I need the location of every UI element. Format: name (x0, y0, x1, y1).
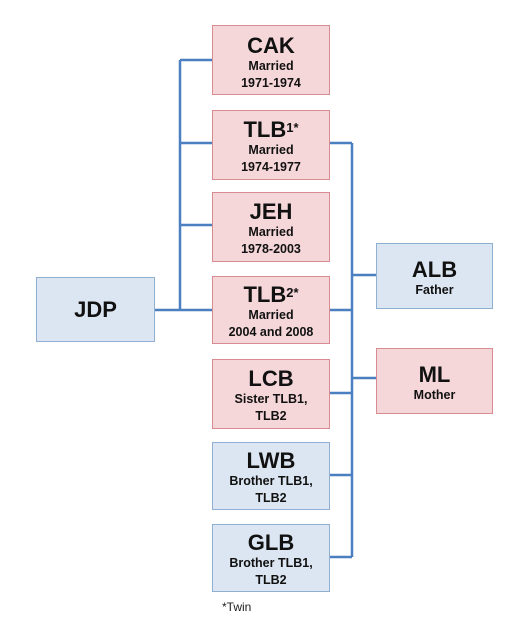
node-alb-name: ALB (411, 257, 458, 282)
node-ml-name: ML (418, 362, 451, 387)
node-lcb-line1: Sister TLB1, (234, 392, 308, 406)
node-lwb-line2: TLB2 (255, 491, 287, 505)
node-ml-line1: Mother (413, 388, 456, 402)
node-cak-line2: 1971-1974 (241, 76, 301, 90)
footnote: *Twin (222, 600, 252, 614)
node-cak-line1: Married (248, 59, 294, 73)
node-jeh-name: JEH (249, 199, 293, 224)
node-alb-line1: Father (415, 283, 454, 297)
node-cak-name: CAK (247, 33, 295, 58)
node-tlb1: TLB1* Married 1974-1977 (212, 110, 330, 180)
node-alb: ALB Father (376, 243, 493, 309)
node-tlb2-name: TLB2* (243, 282, 299, 307)
node-jeh-line1: Married (248, 225, 294, 239)
node-ml: ML Mother (376, 348, 493, 414)
node-tlb1-superscript: 1* (286, 120, 299, 135)
node-jdp-name: JDP (74, 297, 117, 322)
node-glb-line1: Brother TLB1, (229, 556, 313, 570)
node-tlb1-line2: 1974-1977 (241, 160, 301, 174)
node-jdp: JDP (36, 277, 155, 342)
node-tlb2: TLB2* Married 2004 and 2008 (212, 276, 330, 344)
node-tlb2-superscript: 2* (286, 285, 299, 300)
node-lwb: LWB Brother TLB1, TLB2 (212, 442, 330, 510)
node-jeh-line2: 1978-2003 (241, 242, 301, 256)
node-lwb-line1: Brother TLB1, (229, 474, 313, 488)
node-lcb: LCB Sister TLB1, TLB2 (212, 359, 330, 429)
node-jeh: JEH Married 1978-2003 (212, 192, 330, 262)
node-glb-name: GLB (247, 530, 295, 555)
node-tlb2-line1: Married (248, 308, 294, 322)
node-glb: GLB Brother TLB1, TLB2 (212, 524, 330, 592)
node-lwb-name: LWB (246, 448, 296, 473)
node-glb-line2: TLB2 (255, 573, 287, 587)
node-lcb-line2: TLB2 (255, 409, 287, 423)
node-cak: CAK Married 1971-1974 (212, 25, 330, 95)
node-tlb2-line2: 2004 and 2008 (228, 325, 314, 339)
node-tlb1-line1: Married (248, 143, 294, 157)
node-tlb1-name: TLB1* (243, 117, 299, 142)
node-lcb-name: LCB (248, 366, 294, 391)
